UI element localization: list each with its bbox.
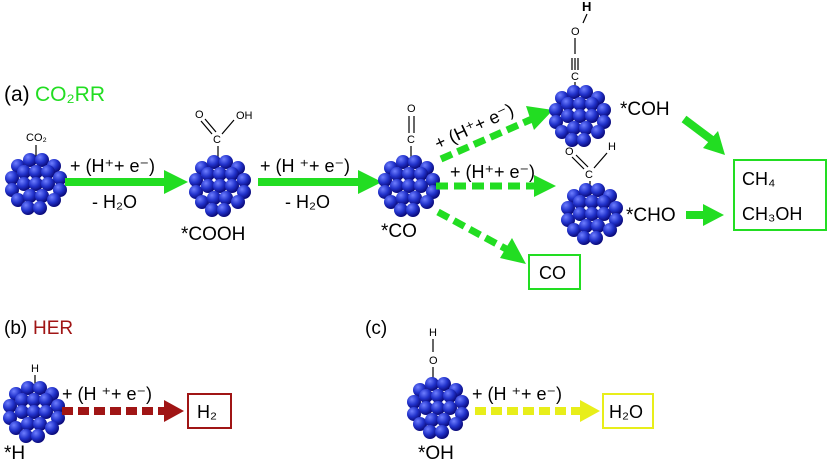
her-reagent: + (H ⁺+ e⁻) [62, 384, 152, 404]
catalyst-cluster-3 [378, 155, 440, 217]
product-h2: H₂ [197, 402, 217, 422]
catalyst-cluster-2 [189, 155, 251, 217]
her-arrow [62, 400, 184, 422]
products-box: CH₄ CH₃OH [733, 159, 827, 231]
cho-to-products-arrow [686, 204, 724, 226]
coh-to-products-arrow [681, 115, 725, 155]
her-label-prefix: (b) [4, 318, 27, 339]
catalyst-cluster-6 [3, 381, 65, 443]
cho-reagent: + (H⁺+ e⁻) [450, 162, 535, 182]
cho-adsorbate: O H C [561, 141, 623, 245]
step2-arrow [258, 170, 382, 194]
co2-molecule-label: CO₂ [26, 132, 47, 144]
oh-arrow [475, 400, 600, 422]
coh-adsorbate: H O C [549, 0, 611, 147]
cho-c-atom: C [585, 169, 593, 181]
co2rr-panel: (a) CO₂RR CO₂ + (H⁺+ e⁻) - H₂O O OH C *C… [4, 0, 827, 290]
cooh-o-atom: O [195, 109, 204, 121]
h2-product-box: H₂ [187, 393, 232, 429]
her-panel: (b) HER H + (H ⁺+ e⁻) H₂ *H [3, 318, 232, 464]
oh-panel: (c) H O + (H ⁺+ e⁻) H₂O *OH [365, 318, 654, 464]
step1-arrow [65, 170, 188, 194]
product-co: CO [539, 263, 566, 283]
her-adsorbate-label: *H [4, 443, 25, 464]
co2-adsorbate: CO₂ [5, 132, 67, 215]
coh-reagent: + (H⁺+ e⁻) [431, 100, 517, 154]
cooh-adsorbate: O OH C [189, 109, 253, 217]
step1-water: - H₂O [92, 192, 137, 212]
cooh-label: *COOH [181, 224, 245, 245]
catalyst-cluster-5 [561, 183, 623, 245]
catalyst-cluster-1 [5, 153, 67, 215]
co-adsorbate: O C [378, 103, 440, 217]
catalyst-cluster-4 [549, 85, 611, 147]
to-co-arrow [436, 208, 526, 264]
catalyst-cluster-7 [407, 377, 469, 439]
cho-label: *CHO [626, 205, 676, 226]
coh-h-atom: H [582, 0, 591, 14]
co2rr-label-name: CO₂RR [35, 83, 105, 106]
co2rr-label-prefix: (a) [4, 83, 30, 106]
co-c-atom: C [407, 134, 415, 146]
to-coh-arrow [439, 106, 553, 163]
h2o-product-box: H₂O [602, 393, 654, 429]
product-ch4: CH₄ [742, 169, 775, 189]
oh-reagent: + (H ⁺+ e⁻) [472, 384, 562, 404]
oh-h-atom: H [429, 327, 437, 339]
co-product-box: CO [528, 254, 581, 290]
cooh-oh-group: OH [236, 110, 253, 122]
her-h-atom: H [31, 363, 39, 375]
co-o-atom: O [407, 103, 416, 115]
coh-label: *COH [620, 99, 670, 120]
product-ch3oh: CH₃OH [742, 204, 802, 224]
co-label: *CO [381, 221, 417, 242]
oh-o-atom: O [429, 355, 438, 367]
cho-h-atom: H [608, 141, 616, 153]
product-h2o: H₂O [609, 402, 643, 422]
oh-label-prefix: (c) [365, 318, 387, 339]
oh-adsorbate-label: *OH [418, 443, 454, 464]
step1-reagent: + (H⁺+ e⁻) [70, 156, 155, 176]
her-label-name: HER [33, 318, 73, 339]
coh-c-atom: C [571, 71, 579, 83]
to-cho-arrow [436, 175, 556, 197]
cooh-c-atom: C [213, 134, 221, 146]
coh-o-atom: O [571, 26, 580, 38]
step2-water: - H₂O [285, 192, 330, 212]
step2-reagent: + (H ⁺+ e⁻) [260, 156, 350, 176]
cho-o-atom: O [565, 146, 574, 158]
